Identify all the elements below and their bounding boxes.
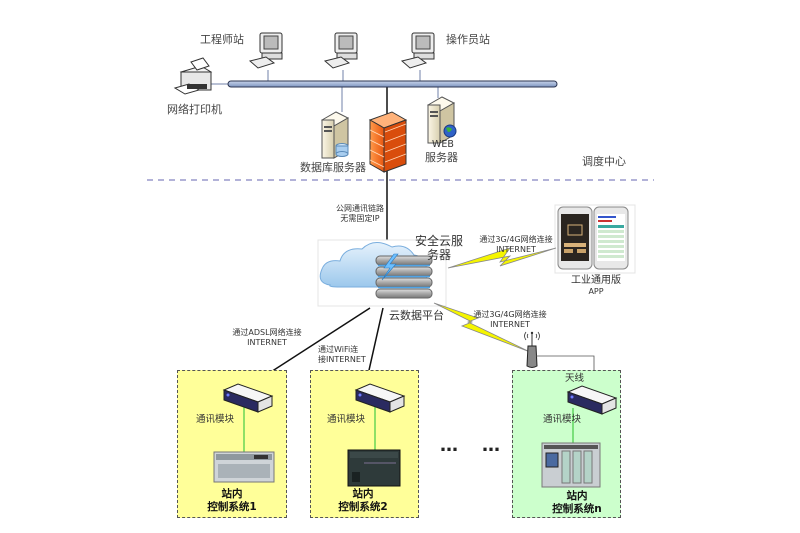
station-name-2-line1: 站内 <box>352 488 374 500</box>
antenna-label: 天线 <box>565 373 585 384</box>
plc-icon-n <box>541 442 601 488</box>
station-name-n-line1: 站内 <box>566 490 588 502</box>
web-server-label-line1: WEB <box>432 139 454 150</box>
app-label-line1: 工业通用版 <box>571 275 621 286</box>
app-link-label-line1: 通过3G/4G网络连接 <box>479 235 553 244</box>
comm-module-icon-n <box>566 385 618 415</box>
adsl-label-line1: 通过ADSL网络连接 <box>232 328 302 337</box>
comm-module-label-1: 通讯模块 <box>196 414 235 425</box>
cloud-server-title-line1: 安全云服 <box>414 234 463 248</box>
ellipsis-1: … <box>440 435 458 456</box>
phone-icon-2 <box>593 206 629 270</box>
station-name-1-line2: 控制系统1 <box>207 501 257 513</box>
comm-module-icon-2 <box>354 383 406 413</box>
database-server-label: 数据库服务器 <box>300 161 366 174</box>
wifi-label-line1: 通过WiFi连 <box>318 345 359 354</box>
comm-module-label-2: 通讯模块 <box>327 414 366 425</box>
station-name-1-line1: 站内 <box>221 488 243 500</box>
dispatch-center-label: 调度中心 <box>582 155 626 168</box>
ellipsis-2: … <box>482 435 500 456</box>
operator-station-label: 操作员站 <box>446 33 490 46</box>
printer-icon <box>173 57 213 95</box>
web-server-icon <box>426 96 457 144</box>
database-server-icon <box>320 111 350 159</box>
network-printer-label: 网络打印机 <box>167 103 222 116</box>
4g-link-label-line2: INTERNET <box>490 320 530 329</box>
public-link-label-line1: 公网通讯链路 <box>336 204 384 213</box>
firewall-icon <box>368 111 408 173</box>
workstation-icon-3 <box>400 32 435 69</box>
4g-link-label-line1: 通过3G/4G网络连接 <box>473 310 547 319</box>
workstation-icon-2 <box>323 32 358 69</box>
engineer-station-label: 工程师站 <box>200 33 244 46</box>
lightning-link-app <box>447 247 557 269</box>
database-stack-icon <box>375 253 433 299</box>
public-link-label-line2: 无需固定IP <box>340 214 380 223</box>
antenna-icon <box>524 331 540 368</box>
app-label-line2: APP <box>588 287 604 296</box>
station-name-2-line2: 控制系统2 <box>338 501 388 513</box>
workstation-icon-1 <box>248 32 283 69</box>
plc-icon-1 <box>213 451 275 483</box>
web-server-label-line2: 服务器 <box>425 151 458 164</box>
cloud-platform-label: 云数据平台 <box>389 309 444 322</box>
phone-icon-1 <box>557 206 593 270</box>
station-name-n-line2: 控制系统n <box>552 503 602 515</box>
comm-module-label-n: 通讯模块 <box>543 414 582 425</box>
wifi-label-line2: 接INTERNET <box>318 355 366 364</box>
comm-module-icon-1 <box>222 383 274 413</box>
cloud-server-title-line2: 务器 <box>426 248 451 262</box>
plc-icon-2 <box>347 449 401 487</box>
app-link-label-line2: INTERNET <box>496 245 536 254</box>
adsl-label-line2: INTERNET <box>247 338 287 347</box>
ethernet-bus <box>227 80 558 88</box>
